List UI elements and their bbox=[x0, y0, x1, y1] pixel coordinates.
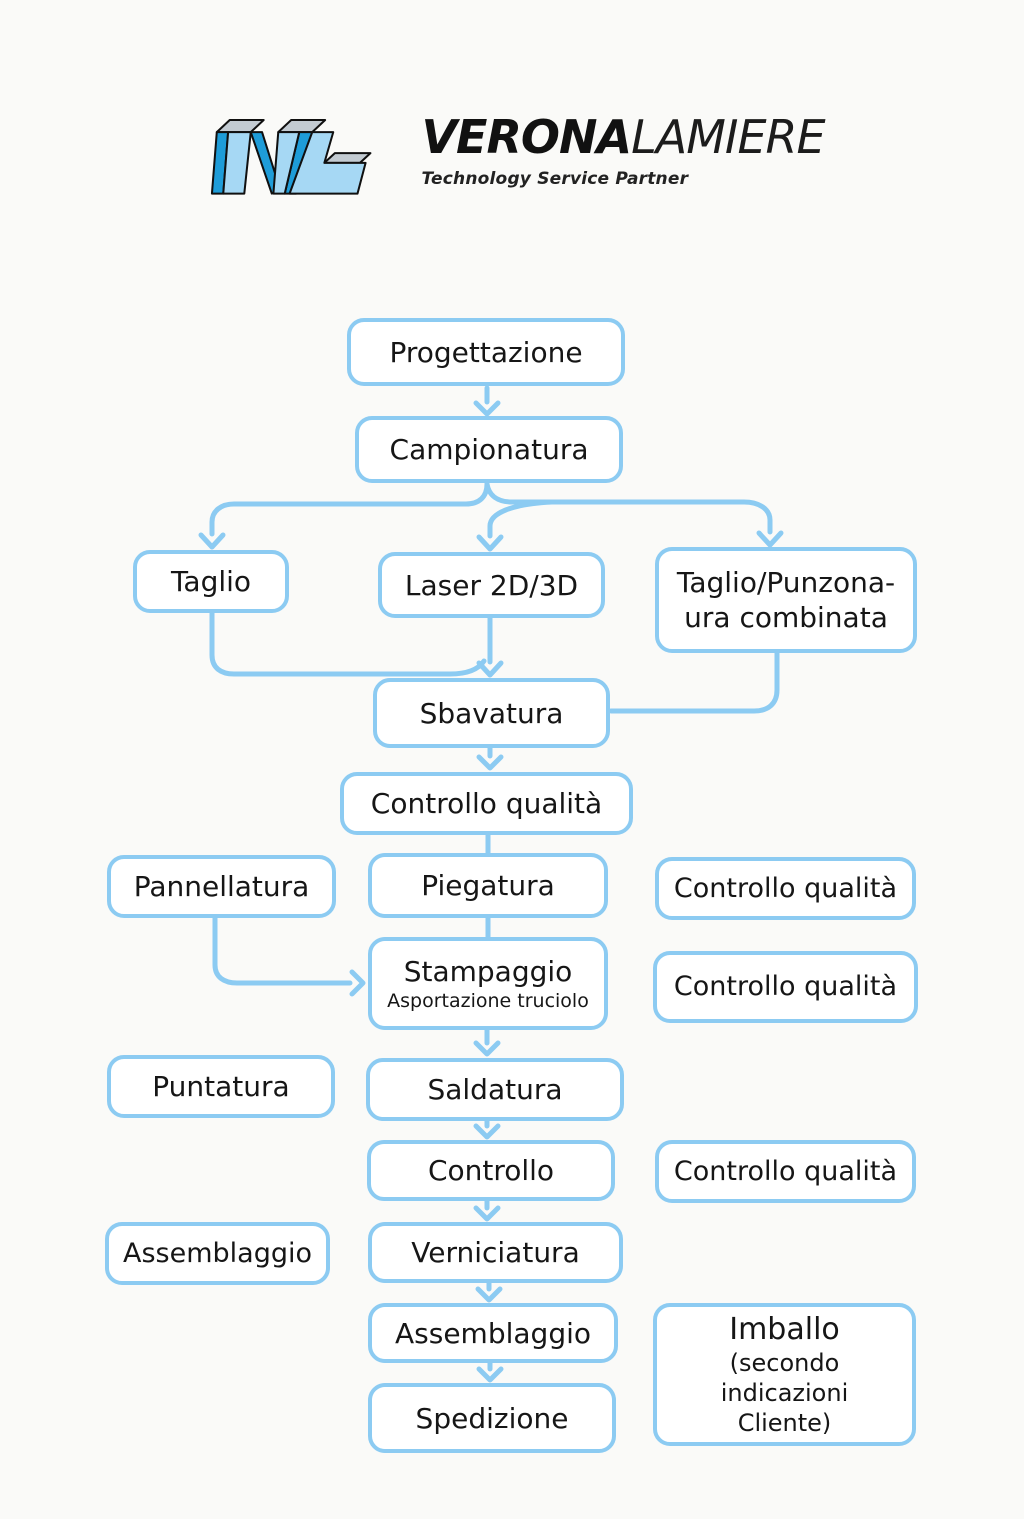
logo-wordmark-verona: VERONA bbox=[421, 110, 632, 164]
node-taglio-label: Taglio bbox=[170, 565, 252, 598]
node-puntatura: Puntatura bbox=[107, 1055, 335, 1118]
node-cq-stampaggio-label: Controllo qualità bbox=[673, 971, 898, 1003]
node-cq-piegatura-label: Controllo qualità bbox=[673, 872, 898, 904]
node-taglio-punzonatura-line1: Taglio/Punzona- bbox=[676, 566, 896, 599]
node-controllo-qualita-label: Controllo qualità bbox=[370, 787, 603, 820]
node-pannellatura: Pannellatura bbox=[107, 855, 336, 918]
node-cq-stampaggio: Controllo qualità bbox=[653, 951, 918, 1023]
node-cq-controllo-label: Controllo qualità bbox=[673, 1155, 898, 1187]
node-saldatura: Saldatura bbox=[366, 1058, 624, 1121]
connector-campionatura-laser bbox=[487, 499, 555, 539]
node-laser-label: Laser 2D/3D bbox=[404, 568, 579, 602]
node-cq-piegatura: Controllo qualità bbox=[655, 857, 916, 920]
logo-wordmark: VERONALAMIERE bbox=[421, 114, 825, 160]
logo-tagline: Technology Service Partner bbox=[421, 169, 689, 189]
node-pannellatura-label: Pannellatura bbox=[133, 870, 310, 903]
node-spedizione-label: Spedizione bbox=[415, 1401, 569, 1435]
logo-wordmark-lamiere: LAMIERE bbox=[631, 110, 825, 164]
node-taglio-punzonatura-line2: ura combinata bbox=[684, 601, 888, 634]
node-controllo-label: Controllo bbox=[427, 1154, 555, 1187]
node-taglio-punzonatura: Taglio/Punzona- ura combinata bbox=[655, 547, 917, 653]
node-stampaggio-sublabel: Asportazione truciolo bbox=[387, 990, 589, 1013]
node-campionatura-label: Campionatura bbox=[389, 433, 589, 466]
node-imballo-line2: (secondo indicazioni bbox=[720, 1349, 849, 1408]
node-imballo: Imballo (secondo indicazioni Cliente) bbox=[653, 1303, 916, 1446]
node-assemblaggio: Assemblaggio bbox=[368, 1303, 618, 1363]
connector-taglio-sbavatura bbox=[209, 610, 487, 677]
connector-campionatura-taglio bbox=[209, 481, 490, 537]
node-stampaggio: Stampaggio Asportazione truciolo bbox=[368, 937, 608, 1030]
node-imballo-line3: Cliente) bbox=[737, 1409, 832, 1438]
node-assemblaggio-label: Assemblaggio bbox=[395, 1316, 591, 1350]
logo: VERONALAMIERE Technology Service Partner bbox=[0, 100, 1024, 206]
logo-text: VERONALAMIERE Technology Service Partner bbox=[421, 114, 825, 189]
node-progettazione-label: Progettazione bbox=[389, 335, 583, 369]
node-stampaggio-label: Stampaggio bbox=[403, 955, 573, 989]
connector-punzonatura-sbavatura bbox=[608, 650, 780, 714]
node-sbavatura-label: Sbavatura bbox=[419, 696, 564, 730]
node-verniciatura-label: Verniciatura bbox=[411, 1236, 580, 1269]
node-assemblaggio-left: Assemblaggio bbox=[105, 1222, 330, 1285]
node-verniciatura: Verniciatura bbox=[368, 1222, 623, 1283]
node-laser-2d-3d: Laser 2D/3D bbox=[378, 552, 605, 618]
node-campionatura: Campionatura bbox=[355, 416, 623, 483]
node-progettazione: Progettazione bbox=[347, 318, 625, 386]
node-assemblaggio-left-label: Assemblaggio bbox=[123, 1237, 312, 1269]
node-piegatura: Piegatura bbox=[368, 853, 608, 918]
node-puntatura-label: Puntatura bbox=[152, 1070, 290, 1103]
node-cq-controllo: Controllo qualità bbox=[655, 1140, 916, 1203]
node-spedizione: Spedizione bbox=[368, 1383, 616, 1453]
vl-logo-icon bbox=[211, 119, 372, 195]
node-controllo-qualita: Controllo qualità bbox=[340, 772, 633, 835]
node-imballo-line1: Imballo bbox=[729, 1311, 840, 1347]
node-piegatura-label: Piegatura bbox=[421, 869, 555, 902]
connector-campionatura-punzonatura bbox=[484, 481, 773, 535]
node-controllo: Controllo bbox=[367, 1140, 615, 1201]
node-sbavatura: Sbavatura bbox=[373, 678, 610, 748]
connector-pannellatura-stampaggio bbox=[212, 915, 353, 986]
node-saldatura-label: Saldatura bbox=[427, 1073, 563, 1106]
node-taglio: Taglio bbox=[133, 550, 289, 613]
